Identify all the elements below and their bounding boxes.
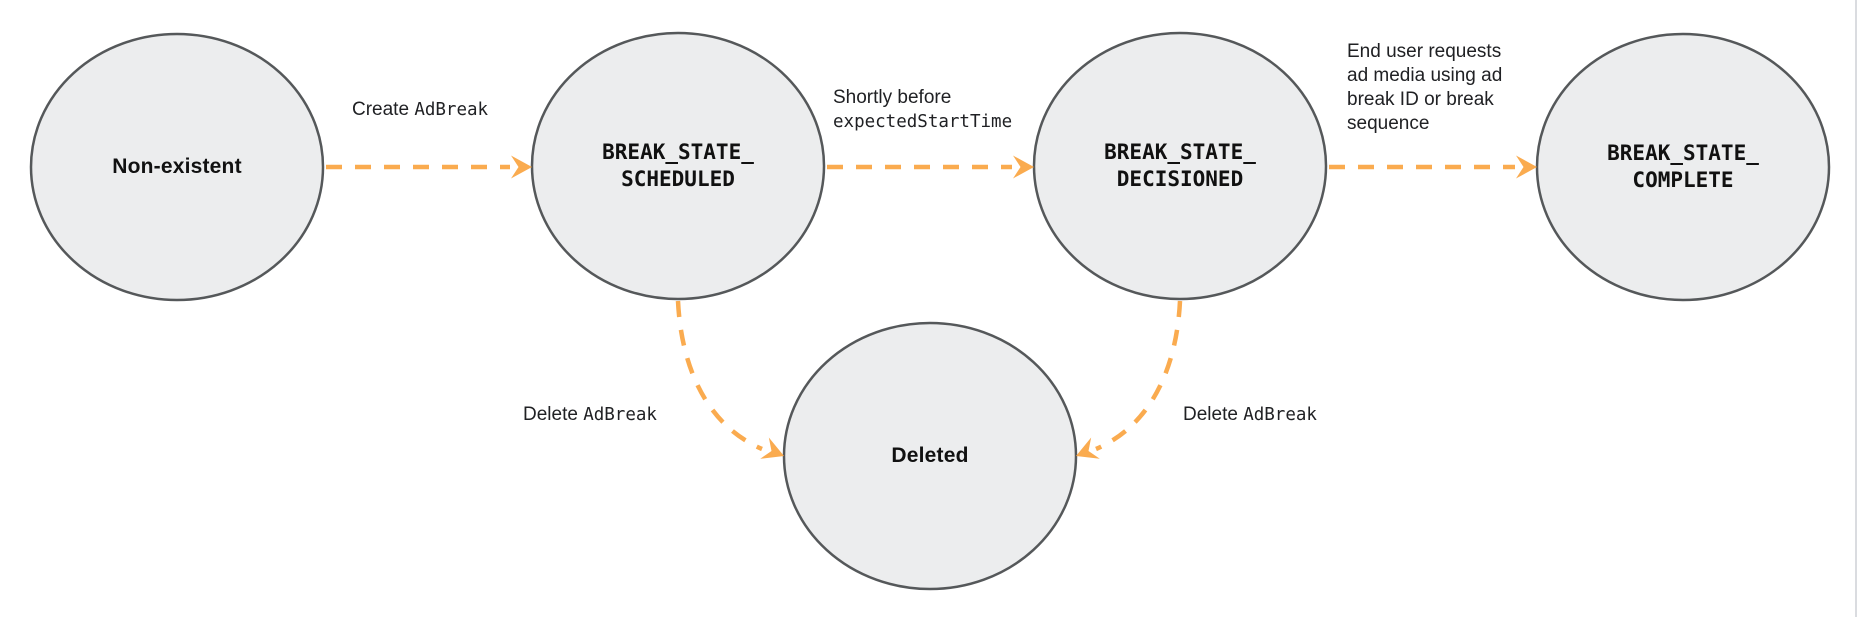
transition-label-line: End user requests: [1347, 41, 1502, 62]
transition-label-end-user-requests: End user requests ad media using ad brea…: [1347, 40, 1502, 136]
transition-label-line: ad media using ad: [1347, 65, 1503, 86]
transition-label-code: expectedStartTime: [833, 112, 1013, 132]
state-circle-break-state-scheduled: [530, 31, 826, 301]
transition-label-code: AdBreak: [414, 100, 489, 120]
transition-label-delete-adbreak-left: Delete AdBreak: [523, 403, 657, 427]
transition-arrow-delete-adbreak-left: [675, 300, 763, 452]
transition-label-plain: Shortly before: [833, 87, 952, 108]
state-circle-non-existent: [29, 32, 325, 302]
state-circle-break-state-decisioned: [1032, 31, 1328, 301]
arrowhead-delete-adbreak-right-icon: [1076, 437, 1100, 459]
transition-arrow-delete-adbreak-right: [1095, 300, 1183, 452]
transition-label-plain: Create: [352, 99, 415, 120]
arrowhead-end-user-requests-icon: [1516, 155, 1537, 179]
arrowhead-shortly-before-icon: [1013, 155, 1034, 179]
transition-label-shortly-before: Shortly before expectedStartTime: [833, 86, 1012, 134]
transition-label-delete-adbreak-right: Delete AdBreak: [1183, 403, 1317, 427]
transition-label-create-adbreak: Create AdBreak: [352, 98, 488, 122]
transition-label-plain: Delete: [1183, 404, 1244, 425]
arrowhead-delete-adbreak-left-icon: [760, 437, 784, 459]
transition-label-plain: Delete: [523, 404, 584, 425]
state-circle-break-state-complete: [1535, 32, 1831, 302]
state-circle-deleted: [782, 321, 1078, 591]
transition-label-code: AdBreak: [583, 405, 657, 425]
transition-label-code: AdBreak: [1243, 405, 1317, 425]
arrowhead-create-adbreak-icon: [511, 155, 532, 179]
transition-label-line: break ID or break: [1347, 89, 1494, 110]
transition-label-line: sequence: [1347, 113, 1430, 134]
